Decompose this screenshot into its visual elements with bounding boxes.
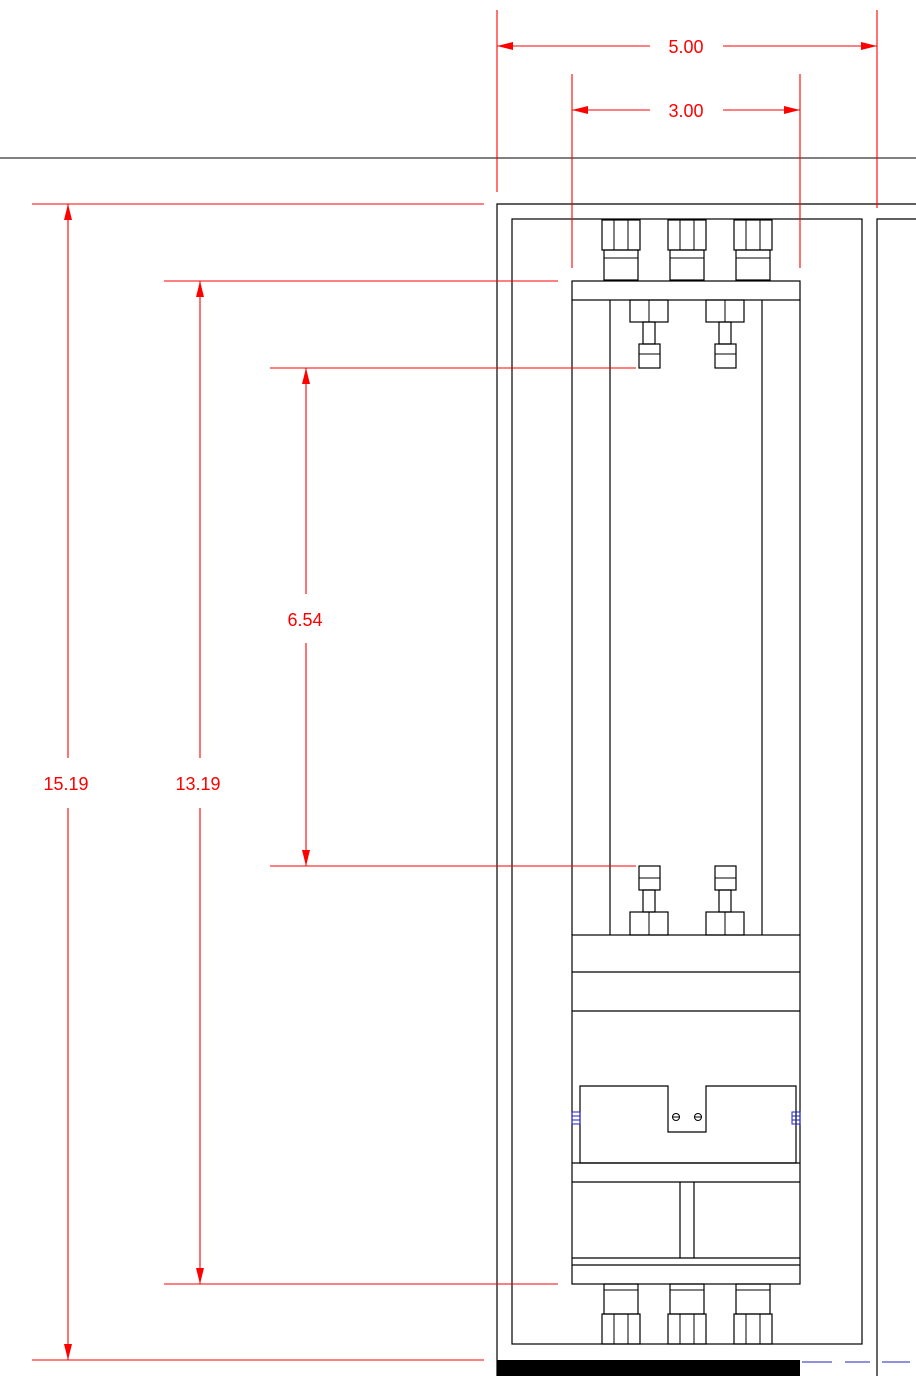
upper-column-fittings	[629, 299, 745, 369]
dimension-label-frame-height: 13.19	[175, 774, 220, 794]
top-fitting-2	[667, 219, 707, 281]
dimension-label-overall-height: 15.19	[43, 774, 88, 794]
base-assembly	[571, 934, 801, 1285]
bottom-fitting-2	[667, 1283, 707, 1345]
top-fittings	[601, 219, 773, 281]
dimension-label-inner-width: 3.00	[668, 101, 703, 121]
dimension-overall-height: 15.19	[32, 203, 484, 1361]
top-fitting-1	[601, 219, 641, 281]
dimension-inner-width: 3.00	[571, 74, 801, 268]
bottom-fitting-3	[733, 1283, 773, 1345]
upper-fitting-right	[705, 299, 745, 369]
dimension-label-overall-width: 5.00	[668, 37, 703, 57]
lower-fitting-left	[629, 865, 669, 936]
lower-column-fittings	[629, 865, 745, 936]
frame-rails	[571, 300, 801, 935]
dimension-overall-width: 5.00	[496, 10, 878, 208]
floor-base-bar	[497, 1360, 800, 1376]
upper-fitting-left	[629, 299, 669, 369]
clamp-block	[579, 1085, 797, 1164]
cabinet-outline	[496, 203, 916, 1376]
top-plate	[571, 280, 801, 301]
top-fitting-3	[733, 219, 773, 281]
bottom-fittings	[601, 1283, 773, 1345]
dimension-column-height: 6.54	[270, 367, 636, 867]
dimension-frame-height: 13.19	[164, 280, 558, 1285]
lower-fitting-right	[705, 865, 745, 936]
dimension-label-column-height: 6.54	[287, 610, 322, 630]
bottom-fitting-1	[601, 1283, 641, 1345]
blue-side-marks	[571, 1111, 801, 1125]
